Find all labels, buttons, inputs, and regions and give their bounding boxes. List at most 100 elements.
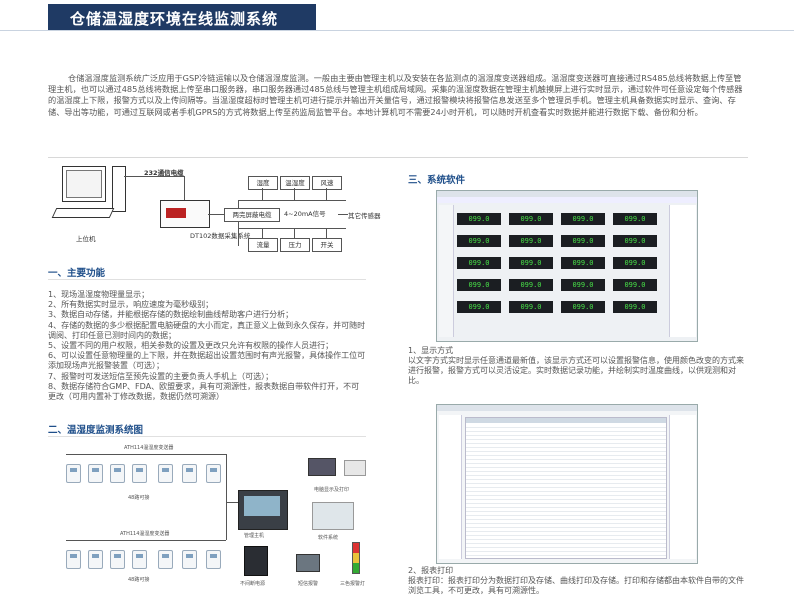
left-panel xyxy=(439,415,462,559)
transmitter-icon xyxy=(132,464,147,483)
sms-label: 短信报警 xyxy=(298,581,319,587)
list-item: 2、所有数据实时显示，响应速度为毫秒级别； xyxy=(48,300,214,310)
pc-label: 电脑显示及打印 xyxy=(314,487,350,493)
comm-cable-label: 232通信电缆 xyxy=(144,169,184,177)
transmitter-icon xyxy=(66,464,81,483)
right-panel xyxy=(669,415,696,559)
readings-grid: 099.0 099.0 099.0 099.0 099.0 099.0 099.0 099.0… xyxy=(457,213,667,333)
software-screenshot-realtime: 099.0 099.0 099.0 099.0 099.0 099.0 099.0 099.0… xyxy=(436,190,698,342)
quantity-label: 48路可接 xyxy=(128,495,150,501)
caption-report-body: 报表打印：报表打印分为数据打印及存储、曲线打印及存储。打印和存储都由本软件自带的… xyxy=(408,576,744,595)
reading-tile: 099.0 xyxy=(561,301,605,313)
pc-tower-icon xyxy=(112,166,126,212)
laptop-icon xyxy=(308,458,336,476)
reading-tile: 099.0 xyxy=(561,257,605,269)
bus-line xyxy=(66,540,226,541)
host-screen xyxy=(244,496,280,516)
signal-line xyxy=(208,214,224,215)
section-heading-software: 三、系统软件 xyxy=(408,175,466,186)
transmitter-icon xyxy=(110,550,125,569)
right-panel xyxy=(669,205,696,337)
bus-line xyxy=(326,188,327,200)
reading-tile: 099.0 xyxy=(561,279,605,291)
window-titlebar xyxy=(437,405,697,411)
reading-tile: 099.0 xyxy=(613,279,657,291)
reading-tile: 099.0 xyxy=(509,279,553,291)
section-underline xyxy=(48,436,366,437)
section-divider xyxy=(48,157,748,158)
transmitter-group-label: ATH114温湿度变送器 xyxy=(124,445,174,451)
transmitter-icon xyxy=(206,464,221,483)
keyboard-icon xyxy=(51,208,115,218)
system-wiring-diagram: 上位机 232通信电缆 DT102数据采集系统 湿度 温湿度 风速 两完屏蔽电缆… xyxy=(48,160,381,260)
bus-line xyxy=(226,454,227,540)
comm-cable-line xyxy=(124,176,184,177)
reading-tile: 099.0 xyxy=(457,301,501,313)
window-titlebar xyxy=(437,191,697,197)
list-item: 5、设置不同的用户权限，相关参数的设置及更改只允许有权限的操作人员进行； xyxy=(48,341,334,351)
sensor-box-temp-humidity: 温湿度 xyxy=(280,176,310,190)
left-panel xyxy=(439,205,454,337)
title-bar xyxy=(48,4,316,30)
list-item: 4、存储的数据的多少根据配置电脑硬盘的大小而定，真正意义上做到永久保存，并可随时… xyxy=(48,320,366,340)
transmitter-icon xyxy=(182,550,197,569)
list-item: 7、报警时可发送短信至预先设置的主要负责人手机上（可选）； xyxy=(48,371,274,381)
reading-tile: 099.0 xyxy=(613,235,657,247)
host-label: 管理主机 xyxy=(244,533,265,539)
section-heading-main-functions: 一、主要功能 xyxy=(48,268,106,279)
transmitter-icon xyxy=(182,464,197,483)
header-divider xyxy=(0,30,794,31)
transmitter-icon xyxy=(206,550,221,569)
list-item: 8、数据存储符合GMP、FDA、欧盟要求，具有可溯源性，报表数据自带软件打开，不… xyxy=(48,381,360,402)
bus-line xyxy=(238,200,239,246)
printer-icon xyxy=(344,460,366,476)
monitoring-system-diagram: ATH114温湿度变送器 48路可接 ATH114温湿度变送器 48路可接 管理… xyxy=(48,442,378,592)
sensor-box-humidity: 湿度 xyxy=(248,176,278,190)
transmitter-icon xyxy=(66,550,81,569)
intro-paragraph: 仓储温湿度监测系统广泛应用于GSP冷链运输以及仓储温湿度监测。一般由主要由管理主… xyxy=(48,73,743,117)
sensor-box-pressure: 压力 xyxy=(280,238,310,252)
reading-tile: 099.0 xyxy=(509,301,553,313)
feature-list: 1、现场温湿度物理量显示； 2、所有数据实时显示，响应速度为毫秒级别； 3、数据… xyxy=(48,290,366,402)
bus-line xyxy=(262,228,263,238)
transmitter-icon xyxy=(158,550,173,569)
bus-line xyxy=(294,188,295,200)
list-item: 1、现场温湿度物理量显示； xyxy=(48,290,150,299)
lamp-label: 三色报警灯 xyxy=(340,581,366,587)
quantity-label: 48路可接 xyxy=(128,577,150,583)
ups-icon xyxy=(244,546,268,576)
monitor-screen xyxy=(66,170,102,198)
list-item: 6、可以设置任意物理量的上下限，并在数据超出设置范围时有声光报警，具体操作工位可… xyxy=(48,351,366,371)
report-table-rows xyxy=(466,424,666,558)
software-screenshot-report xyxy=(436,404,698,564)
bus-line xyxy=(238,200,346,201)
reading-tile: 099.0 xyxy=(613,257,657,269)
software-screenshot-thumb xyxy=(312,502,354,530)
software-label: 软件系统 xyxy=(318,535,339,541)
report-table-header xyxy=(466,418,666,423)
transmitter-icon xyxy=(88,550,103,569)
bus-line xyxy=(238,228,346,229)
reading-tile: 099.0 xyxy=(457,257,501,269)
reading-tile: 099.0 xyxy=(457,213,501,225)
signal-line xyxy=(338,214,348,215)
transmitter-icon xyxy=(110,464,125,483)
sensor-box-switch: 开关 xyxy=(312,238,342,252)
bus-line xyxy=(66,454,226,455)
reading-tile: 099.0 xyxy=(457,235,501,247)
transmitter-icon xyxy=(88,464,103,483)
report-table xyxy=(465,417,667,559)
other-sensor-label: 其它传感器 xyxy=(348,212,381,220)
reading-tile: 099.0 xyxy=(509,257,553,269)
section-heading-monitoring-diagram: 二、温湿度监测系统图 xyxy=(48,425,144,436)
bus-line xyxy=(226,502,238,503)
toolbar xyxy=(437,197,697,203)
collector-label: DT102数据采集系统 xyxy=(190,232,251,240)
display-cable-box: 两完屏蔽电缆 xyxy=(224,208,280,222)
sensor-box-flow: 流量 xyxy=(248,238,278,252)
caption-display-mode-body: 以文字方式实时显示任意通道最新值，该显示方式还可以设置报警信息，使用颜色改变的方… xyxy=(408,356,744,385)
section-underline xyxy=(48,279,366,280)
transmitter-icon xyxy=(158,464,173,483)
bus-line xyxy=(326,228,327,238)
caption-report-title: 2、报表打印 xyxy=(408,566,454,575)
